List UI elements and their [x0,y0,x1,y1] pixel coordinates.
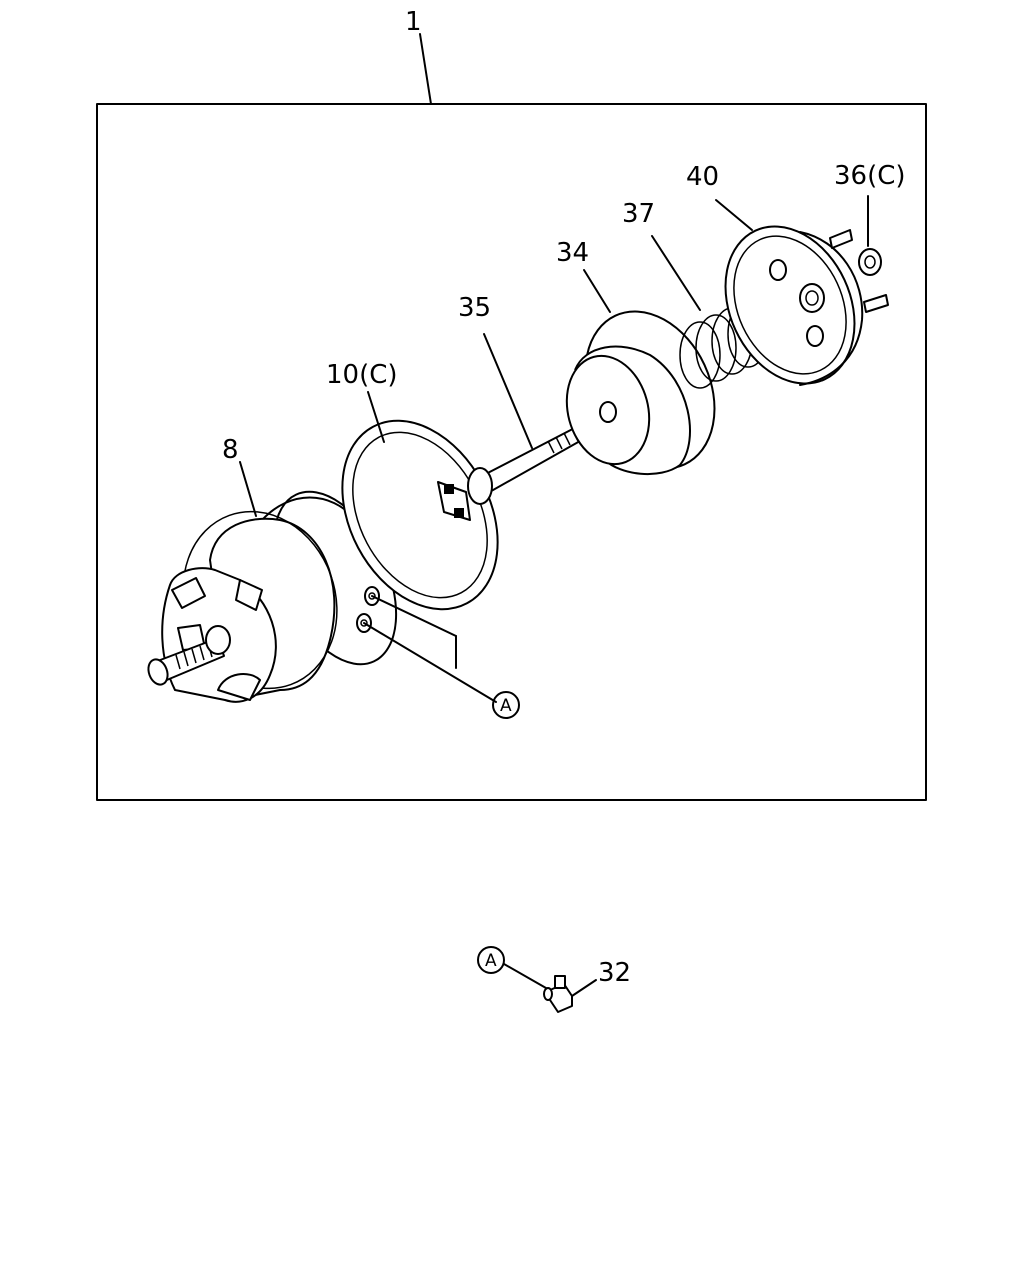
leader-8 [239,461,257,517]
callout-34: 34 [556,238,589,268]
leader-35 [483,333,533,449]
leader-a-detail [503,963,547,989]
assembly-frame [96,103,927,801]
part-10-clamp-ring [341,419,499,611]
leader-1 [419,33,432,105]
leader-37 [651,235,701,311]
part-40-end-cover [724,225,889,386]
ref-a-leader [363,595,497,703]
callout-10: 10(C) [326,360,398,390]
callout-32: 32 [598,958,631,988]
callout-35: 35 [458,293,491,323]
callout-1: 1 [405,7,422,37]
ref-a-circle-main [492,691,520,719]
part-32-fitting [543,975,573,1013]
leader-10 [367,391,385,443]
ref-a-detail-label: A [485,951,497,971]
callout-36: 36(C) [834,161,906,191]
leader-40 [715,199,753,231]
callout-37: 37 [622,199,655,229]
ref-a-circle-detail [477,946,505,974]
callout-8: 8 [222,435,239,465]
leader-32 [571,979,597,997]
ref-a-main-label: A [500,696,512,716]
callout-40: 40 [686,162,719,192]
part-34-diaphragm [565,310,716,476]
leader-34 [583,269,611,313]
part-36-nut [858,248,882,276]
